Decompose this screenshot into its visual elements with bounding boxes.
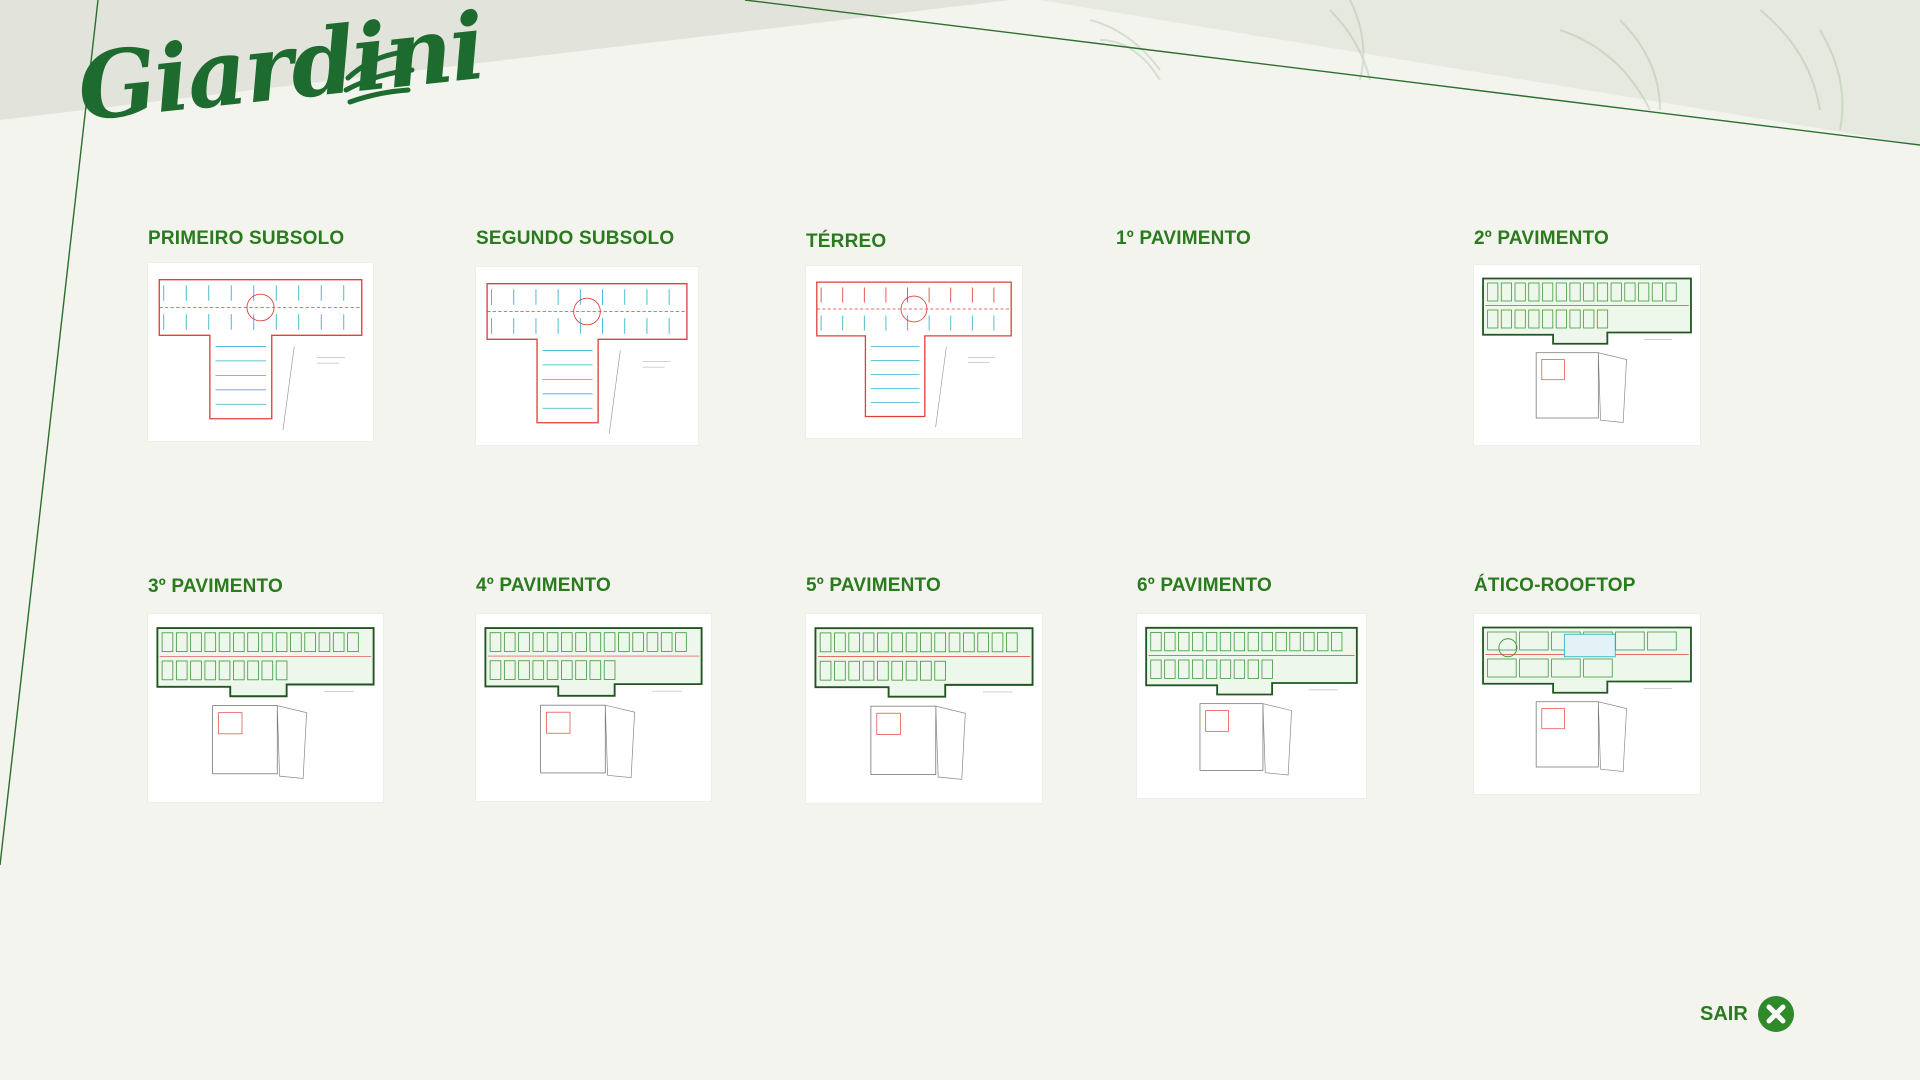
close-circle-icon[interactable] — [1757, 996, 1794, 1032]
plan-title[interactable]: 6º PAVIMENTO — [1137, 575, 1272, 596]
floor-plan-thumbnail[interactable] — [806, 614, 1042, 803]
logo-swoosh-icon — [343, 49, 415, 105]
floor-plan-drawing — [1482, 626, 1692, 772]
plan-title[interactable]: 5º PAVIMENTO — [806, 575, 941, 596]
floor-plan-thumbnail[interactable] — [1474, 265, 1700, 445]
plan-title[interactable]: 2º PAVIMENTO — [1474, 228, 1609, 249]
exit-label[interactable]: SAIR — [1700, 1002, 1748, 1025]
floor-plan-drawing — [158, 279, 363, 430]
floor-plan-thumbnail[interactable] — [1137, 614, 1366, 798]
floor-plan-thumbnail[interactable] — [1474, 614, 1700, 794]
plan-title[interactable]: 4º PAVIMENTO — [476, 575, 611, 596]
floor-plan-thumbnail[interactable] — [476, 267, 698, 445]
plan-title[interactable]: TÉRREO — [806, 231, 887, 252]
floor-plan-thumbnail[interactable] — [148, 614, 383, 802]
plan-title[interactable]: PRIMEIRO SUBSOLO — [148, 228, 345, 249]
exit-button[interactable]: SAIR — [1700, 994, 1794, 1034]
plan-title[interactable]: 3º PAVIMENTO — [148, 576, 283, 597]
plan-title[interactable]: SEGUNDO SUBSOLO — [476, 228, 675, 249]
floor-plan-drawing — [156, 627, 375, 779]
floor-plan-thumbnail[interactable] — [806, 266, 1022, 438]
floor-plan-thumbnail[interactable] — [148, 263, 373, 441]
plan-title[interactable]: ÁTICO-ROOFTOP — [1474, 575, 1636, 596]
plan-title[interactable]: 1º PAVIMENTO — [1116, 228, 1251, 249]
floor-plan-drawing — [816, 281, 1012, 428]
floor-plan-drawing — [484, 627, 703, 779]
floor-plan-drawing — [814, 627, 1034, 780]
floor-plan-thumbnail[interactable] — [476, 614, 711, 801]
floor-plan-drawing — [486, 283, 688, 434]
floor-plan-drawing — [1482, 277, 1692, 423]
floor-plan-drawing — [1145, 626, 1358, 776]
giardini-logo: Giardini — [73, 0, 489, 180]
